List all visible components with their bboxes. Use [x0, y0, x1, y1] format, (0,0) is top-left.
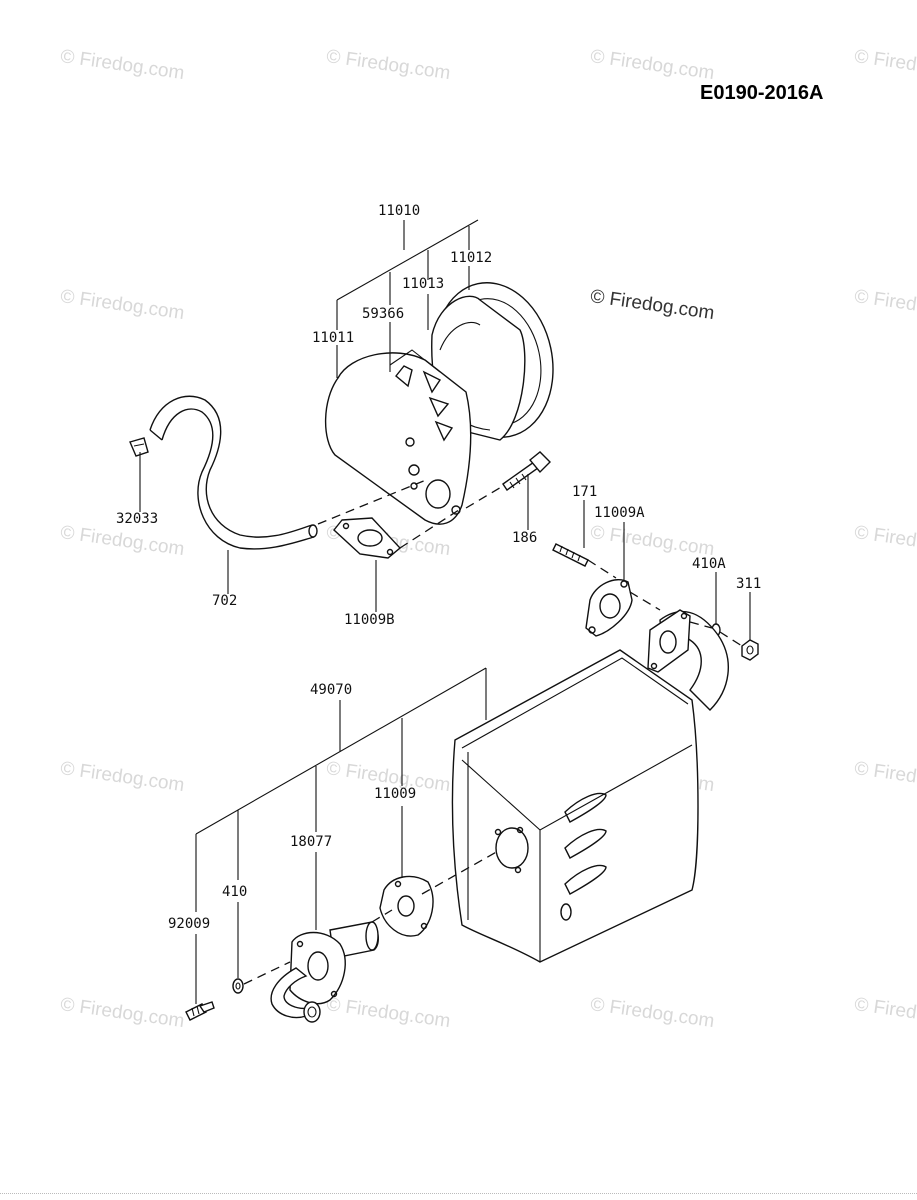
callout-11013: 11013 [402, 276, 445, 292]
mount-hole [451, 505, 461, 515]
hose-clip [129, 437, 149, 457]
muffler-flange [647, 609, 691, 673]
callout-11010: 11010 [378, 203, 421, 219]
diagram-code: E0190-2016A [700, 82, 824, 104]
callout-311: 311 [736, 576, 762, 592]
bolt-186 [502, 451, 551, 491]
muffler-body [451, 609, 729, 963]
muffler-slot [564, 792, 607, 823]
exhaust-pipe [270, 921, 379, 1023]
callout-171: 171 [572, 484, 598, 500]
callout-702: 702 [212, 593, 238, 609]
callout-49070: 49070 [310, 682, 353, 698]
callout-32033: 32033 [116, 511, 159, 527]
callout-11012: 11012 [450, 250, 493, 266]
callout-410: 410 [222, 884, 248, 900]
callout-11009: 11009 [374, 786, 417, 802]
wing-nut [395, 365, 413, 388]
callout-410A: 410A [692, 556, 726, 572]
stud-171 [552, 543, 589, 567]
air-cleaner-assembly [324, 282, 554, 525]
muffler-slot [564, 864, 607, 895]
exhaust-pipe-flange [289, 931, 346, 1005]
gasket-11009B [333, 517, 402, 559]
callout-11011: 11011 [312, 330, 355, 346]
muffler-inlet [495, 827, 529, 869]
breather-hose [149, 395, 318, 550]
base-window [422, 370, 442, 394]
callout-11009B: 11009B [344, 612, 395, 628]
mount-hole [405, 437, 415, 447]
washer-410 [232, 978, 244, 994]
assembly-centerlines [243, 479, 743, 985]
callout-11009A: 11009A [594, 505, 645, 521]
page-edge [0, 1193, 917, 1198]
gasket-11009A [585, 579, 633, 637]
muffler-hole [560, 903, 572, 921]
callout-92009: 92009 [168, 916, 211, 932]
muffler-shell [451, 649, 699, 963]
gasket-11009 [379, 875, 434, 937]
callout-59366: 59366 [362, 306, 405, 322]
nut-311 [741, 639, 759, 661]
base-window [434, 420, 454, 442]
breather-hole [408, 464, 420, 476]
callout-18077: 18077 [290, 834, 333, 850]
muffler-slot [564, 828, 607, 859]
mount-hole [410, 482, 418, 490]
intake-hole [425, 479, 451, 509]
base-window [428, 396, 450, 418]
leader-lines [139, 219, 751, 1004]
bolt-92009 [185, 1001, 215, 1021]
callout-186: 186 [512, 530, 538, 546]
